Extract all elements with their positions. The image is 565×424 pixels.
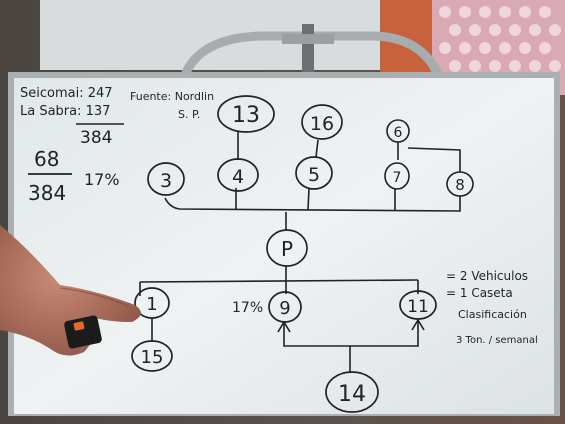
node-9: 9 [268, 291, 302, 323]
svg-text:5: 5 [308, 164, 320, 186]
svg-text:9: 9 [279, 298, 290, 319]
svg-text:7: 7 [393, 170, 402, 186]
node-8: 8 [446, 171, 474, 197]
svg-text:6: 6 [394, 125, 403, 141]
node-7: 7 [384, 162, 410, 190]
note-line-1: Seicomai: 247 [20, 86, 113, 101]
legend-line-1: = 2 Vehiculos [446, 269, 528, 283]
easel-post [302, 24, 314, 76]
svg-text:13: 13 [232, 103, 260, 128]
presenter-hand [0, 225, 141, 356]
svg-text:1: 1 [146, 294, 157, 315]
svg-text:15: 15 [141, 347, 164, 368]
node-p: P [266, 229, 308, 267]
legend-line-4: 3 Ton. / semanal [456, 335, 538, 346]
node-14: 14 [325, 371, 379, 413]
node-3: 3 [147, 162, 185, 196]
node-5: 5 [295, 156, 333, 190]
node-4: 4 [217, 158, 259, 192]
node-15: 15 [131, 340, 173, 372]
legend-line-3: Clasificación [458, 308, 527, 321]
fraction-percent: 17% [84, 170, 120, 189]
easel-clamp [282, 34, 334, 44]
legend-line-2: = 1 Caseta [446, 286, 513, 300]
svg-text:P: P [281, 237, 293, 261]
svg-text:4: 4 [232, 166, 244, 188]
marker-eraser [64, 315, 102, 349]
svg-text:3: 3 [160, 170, 172, 192]
svg-text:14: 14 [338, 382, 366, 407]
node-11: 11 [399, 290, 437, 320]
source-note-line-1: Fuente: Nordlin [130, 90, 214, 103]
node-13: 13 [217, 95, 275, 133]
fraction-denominator: 384 [28, 181, 66, 205]
note-total: 384 [80, 128, 112, 148]
node-1: 1 [134, 287, 170, 319]
svg-text:8: 8 [455, 176, 465, 194]
mid-percent: 17% [232, 300, 263, 316]
note-line-2: La Sabra: 137 [20, 104, 110, 119]
source-note-line-2: S. P. [178, 108, 200, 121]
node-6: 6 [386, 119, 410, 143]
whiteboard [14, 78, 554, 414]
node-16: 16 [301, 104, 343, 140]
svg-text:16: 16 [310, 113, 334, 135]
svg-text:11: 11 [407, 297, 429, 317]
fraction-numerator: 68 [34, 147, 59, 171]
